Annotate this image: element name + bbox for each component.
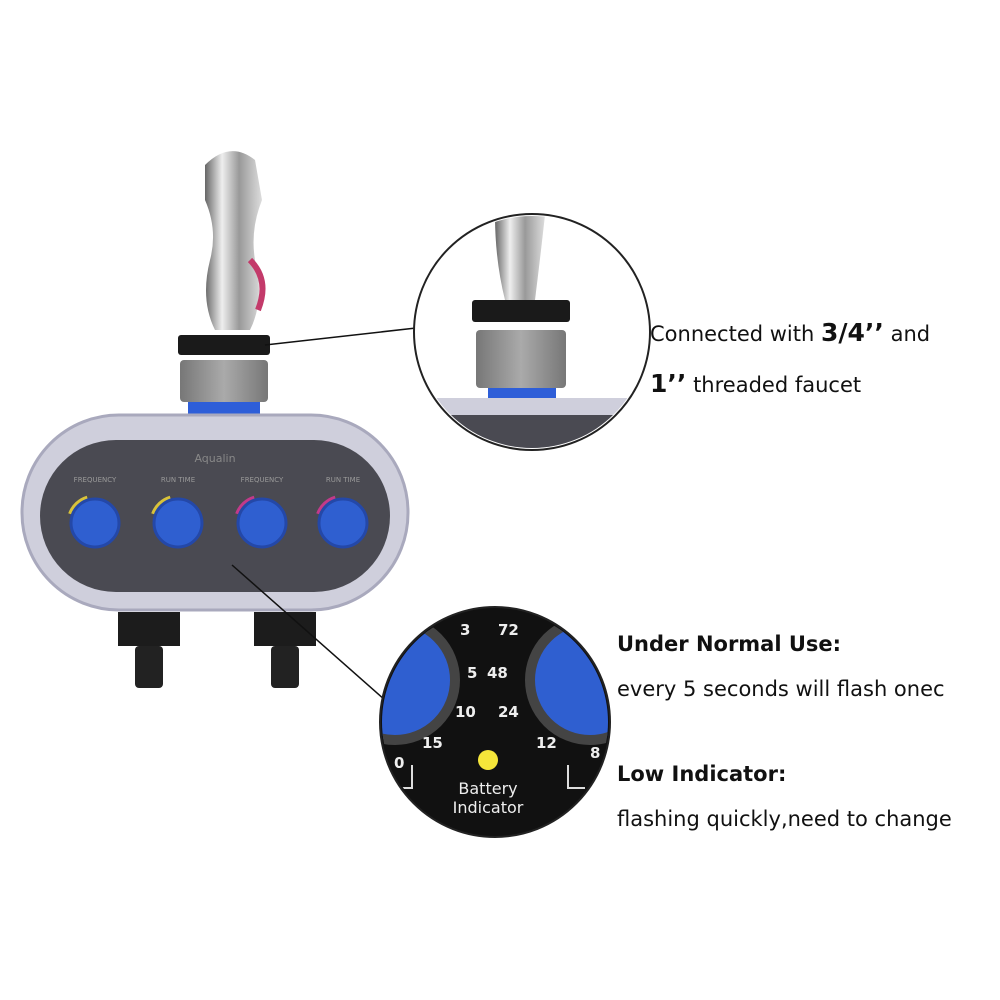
dial-accent bbox=[149, 494, 207, 552]
callout-line-battery bbox=[231, 564, 386, 701]
dial-accent bbox=[66, 494, 124, 552]
dial-label: RUN TIME bbox=[161, 476, 195, 484]
dial-number: 10 bbox=[455, 703, 476, 721]
dial-number: 3 bbox=[460, 621, 470, 639]
dial-label: FREQUENCY bbox=[241, 476, 284, 484]
battery-zoom-circle: 3 5 10 15 72 48 24 12 0 8 Battery Indica… bbox=[379, 606, 611, 838]
knob[interactable] bbox=[236, 497, 288, 549]
dial-label: RUN TIME bbox=[326, 476, 360, 484]
battery-label-line1: Battery bbox=[458, 779, 517, 798]
battery-indicator-led bbox=[478, 750, 498, 770]
dial-knob-1[interactable]: FREQUENCY bbox=[60, 476, 129, 558]
callout-line-faucet bbox=[264, 327, 417, 346]
dial-number: 48 bbox=[487, 664, 508, 682]
caption-bold: 1’’ bbox=[650, 369, 687, 398]
black-nut bbox=[178, 335, 270, 355]
dial-accent bbox=[314, 494, 372, 552]
grey-nut bbox=[180, 360, 268, 402]
caption-text: and bbox=[883, 322, 931, 346]
knob[interactable] bbox=[69, 497, 121, 549]
outlet-left bbox=[118, 612, 180, 688]
dial-number: 15 bbox=[422, 734, 443, 752]
normal-use-text: every 5 seconds will flash onec bbox=[617, 677, 945, 701]
dial-knob-3[interactable]: FREQUENCY bbox=[227, 476, 296, 558]
faucet-zoom-circle bbox=[413, 213, 651, 451]
caption-bold: 3/4’’ bbox=[820, 318, 884, 347]
dial-number: 0 bbox=[394, 754, 404, 772]
knob[interactable] bbox=[152, 497, 204, 549]
dial-knob-4[interactable]: RUN TIME bbox=[308, 476, 377, 558]
dial-number: 5 bbox=[467, 664, 477, 682]
dial-knob-2[interactable]: RUN TIME bbox=[143, 476, 212, 558]
knob[interactable] bbox=[317, 497, 369, 549]
caption-text: Connected with bbox=[650, 322, 821, 346]
dial-label: FREQUENCY bbox=[74, 476, 117, 484]
dial-number: 12 bbox=[536, 734, 557, 752]
dial-accent bbox=[233, 494, 291, 552]
outlet-right bbox=[254, 612, 316, 688]
faucet-caption-line1: Connected with 3/4’’ and bbox=[650, 318, 930, 347]
timer-body: Aqualin bbox=[20, 413, 410, 612]
dial-number: 24 bbox=[498, 703, 519, 721]
dial-number: 8 bbox=[590, 744, 600, 762]
faucet-caption-line2: 1’’ threaded faucet bbox=[650, 369, 861, 398]
caption-text: threaded faucet bbox=[686, 373, 862, 397]
faucet bbox=[205, 151, 266, 330]
battery-label-line2: Indicator bbox=[453, 798, 524, 817]
low-indicator-heading: Low Indicator: bbox=[617, 762, 787, 786]
dial-number: 72 bbox=[498, 621, 519, 639]
low-indicator-text: flashing quickly,need to change bbox=[617, 807, 952, 831]
brand-text: Aqualin bbox=[194, 452, 235, 465]
normal-use-heading: Under Normal Use: bbox=[617, 632, 842, 656]
